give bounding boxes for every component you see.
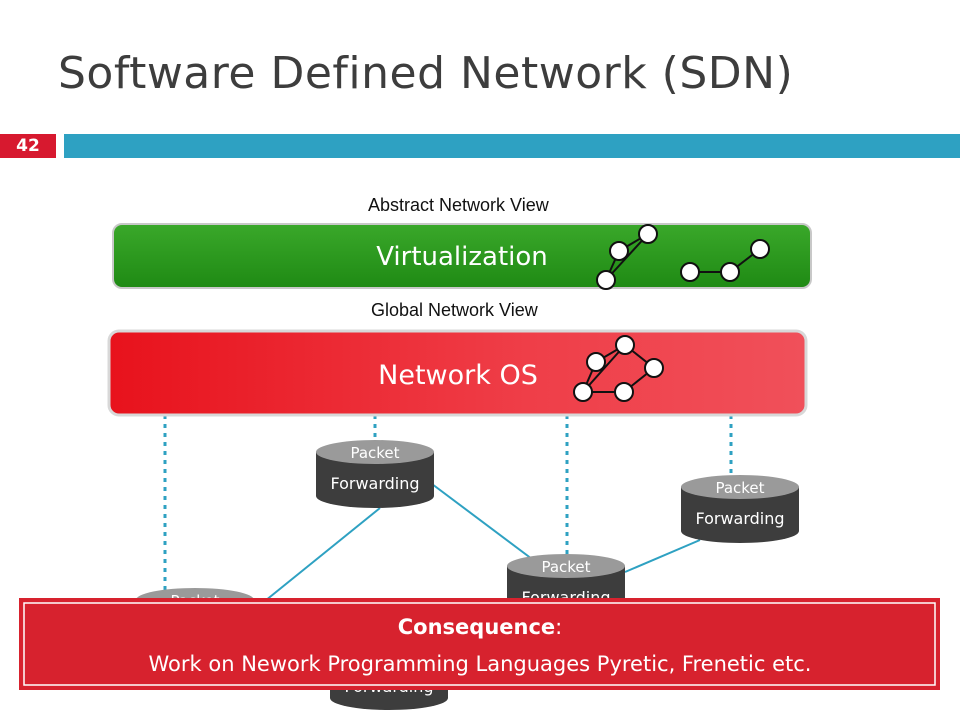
callout-inner-border: [23, 602, 936, 686]
device-label-line2: Forwarding: [695, 509, 784, 528]
device-label-line1: Packet: [715, 479, 764, 497]
topology-node: [609, 241, 629, 261]
topology-node: [750, 239, 770, 259]
topology-node: [586, 352, 606, 372]
data-link: [624, 539, 701, 573]
topology-node: [680, 262, 700, 282]
packet-forwarding-device: Packet Forwarding: [316, 440, 434, 508]
topology-node: [720, 262, 740, 282]
virtualization-layer: Virtualization: [112, 223, 812, 290]
data-link: [259, 507, 381, 606]
topology-node: [638, 224, 658, 244]
topology-node: [615, 335, 635, 355]
device-label-line1: Packet: [541, 558, 590, 576]
title-rule: [64, 134, 960, 158]
virtualization-label: Virtualization: [376, 242, 548, 272]
device-label-line2: Forwarding: [330, 474, 419, 493]
network-os-label: Network OS: [378, 360, 538, 391]
network-os-layer: Network OS: [107, 329, 808, 417]
packet-forwarding-device: Packet Forwarding: [681, 475, 799, 543]
abstract-network-view-label: Abstract Network View: [368, 195, 549, 215]
control-links: [163, 415, 733, 605]
callout-box: [19, 598, 940, 690]
topology-edge: [582, 344, 626, 393]
device-label-line1: Packet: [350, 444, 399, 462]
virtual-topology-icon: [596, 224, 770, 290]
data-link: [431, 483, 541, 566]
topology-node: [596, 270, 616, 290]
data-plane-links: [259, 483, 701, 606]
global-network-view-label: Global Network View: [371, 300, 538, 320]
consequence-callout: Consequence: Work on Nework Programming …: [19, 598, 940, 690]
global-topology-icon: [573, 335, 664, 402]
topology-node: [644, 358, 664, 378]
slide-number: 42: [0, 134, 56, 158]
topology-node: [614, 382, 634, 402]
topology-node: [573, 382, 593, 402]
callout-heading: Consequence:: [398, 615, 562, 639]
slide-title: Software Defined Network (SDN): [58, 48, 794, 99]
callout-body: Work on Nework Programming Languages Pyr…: [149, 652, 812, 676]
